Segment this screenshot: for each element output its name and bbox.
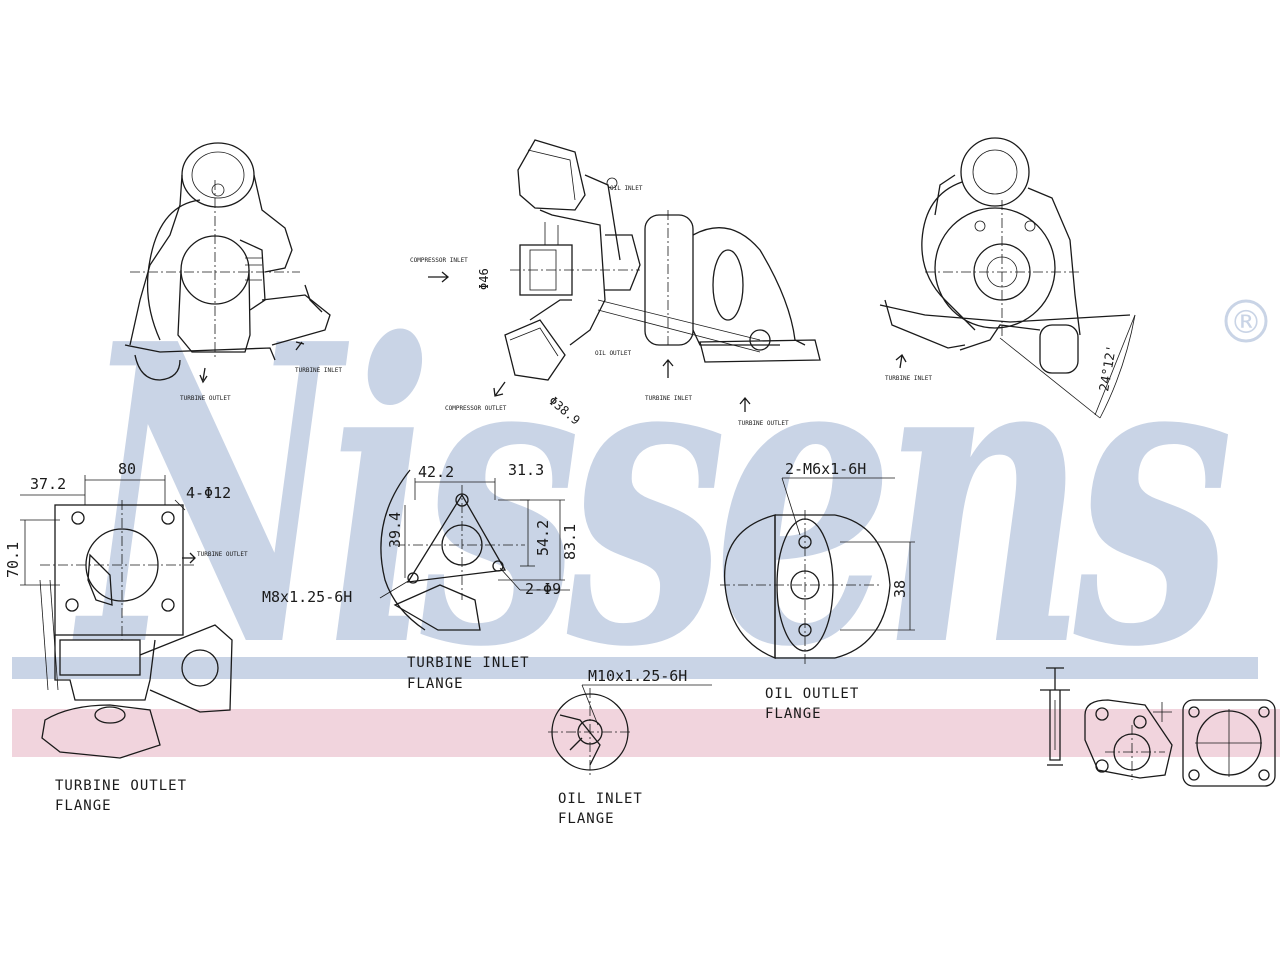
dim-39-4: 39.4 (386, 512, 404, 548)
dim-83-1: 83.1 (561, 524, 579, 560)
oil-inlet-flange-detail: M10x1.25-6H (548, 667, 712, 776)
blue-band (12, 657, 1258, 679)
dim-2-holes-9: 2-Φ9 (525, 580, 561, 598)
dim-80: 80 (118, 460, 136, 478)
dim-70-1: 70.1 (4, 542, 22, 578)
rear-turbine-inlet-label: TURBINE INLET (885, 375, 932, 382)
turbine-inlet-flange-detail: 42.2 31.3 39.4 54.2 83.1 2-Φ9 M8x1.25-6H (262, 461, 579, 631)
dim-4-holes-12: 4-Φ12 (186, 484, 231, 502)
turbine-outlet-flange-detail: 37.2 80 4-Φ12 70.1 TURBINE OUTLET (4, 460, 248, 759)
captions: TURBINE OUTLET FLANGE TURBINE INLET FLAN… (55, 655, 859, 827)
side-dia-46: Φ46 (477, 268, 491, 290)
caption-turbine-outlet-line1: TURBINE OUTLET (55, 778, 187, 794)
side-oil-outlet-label: OIL OUTLET (595, 350, 632, 357)
turbo-front-view: TURBINE OUTLET TURBINE INLET (124, 142, 342, 402)
thread-m6: 2-M6x1-6H (785, 460, 866, 478)
turbo-rear-view: 24°12' TURBINE INLET (879, 137, 1136, 419)
dim-54-2: 54.2 (534, 520, 552, 556)
flange-turbine-outlet-tag: TURBINE OUTLET (197, 551, 248, 558)
side-turbine-inlet-label: TURBINE INLET (645, 395, 692, 402)
caption-turbine-inlet-line1: TURBINE INLET (407, 655, 530, 671)
caption-oil-inlet-line1: OIL INLET (558, 791, 643, 807)
caption-oil-outlet-line1: OIL OUTLET (765, 686, 859, 702)
dim-37-2: 37.2 (30, 475, 66, 493)
caption-turbine-inlet-line2: FLANGE (407, 676, 464, 692)
side-compressor-outlet-label: COMPRESSOR OUTLET (445, 405, 507, 412)
side-compressor-inlet-label: COMPRESSOR INLET (410, 257, 468, 264)
thread-m10: M10x1.25-6H (588, 667, 687, 685)
thread-m8: M8x1.25-6H (262, 588, 352, 606)
caption-turbine-outlet-line2: FLANGE (55, 798, 112, 814)
dim-38: 38 (891, 580, 909, 598)
side-oil-inlet-label: OIL INLET (610, 185, 643, 192)
dim-31-3: 31.3 (508, 461, 544, 479)
red-band (12, 709, 1280, 757)
dim-42-2: 42.2 (418, 463, 454, 481)
registered-mark: ® (1230, 303, 1262, 341)
nissens-watermark: Nissens (71, 255, 1229, 737)
oil-outlet-flange-detail: 38 2-M6x1-6H (720, 460, 915, 665)
registered-mark-icon: ® (1224, 299, 1268, 343)
front-turbine-inlet-label: TURBINE INLET (295, 367, 342, 374)
caption-oil-inlet-line2: FLANGE (558, 811, 615, 827)
caption-oil-outlet-line2: FLANGE (765, 706, 822, 722)
side-turbine-outlet-label: TURBINE OUTLET (738, 420, 789, 427)
accessory-parts (1040, 667, 1276, 787)
front-turbine-outlet-label: TURBINE OUTLET (180, 395, 231, 402)
